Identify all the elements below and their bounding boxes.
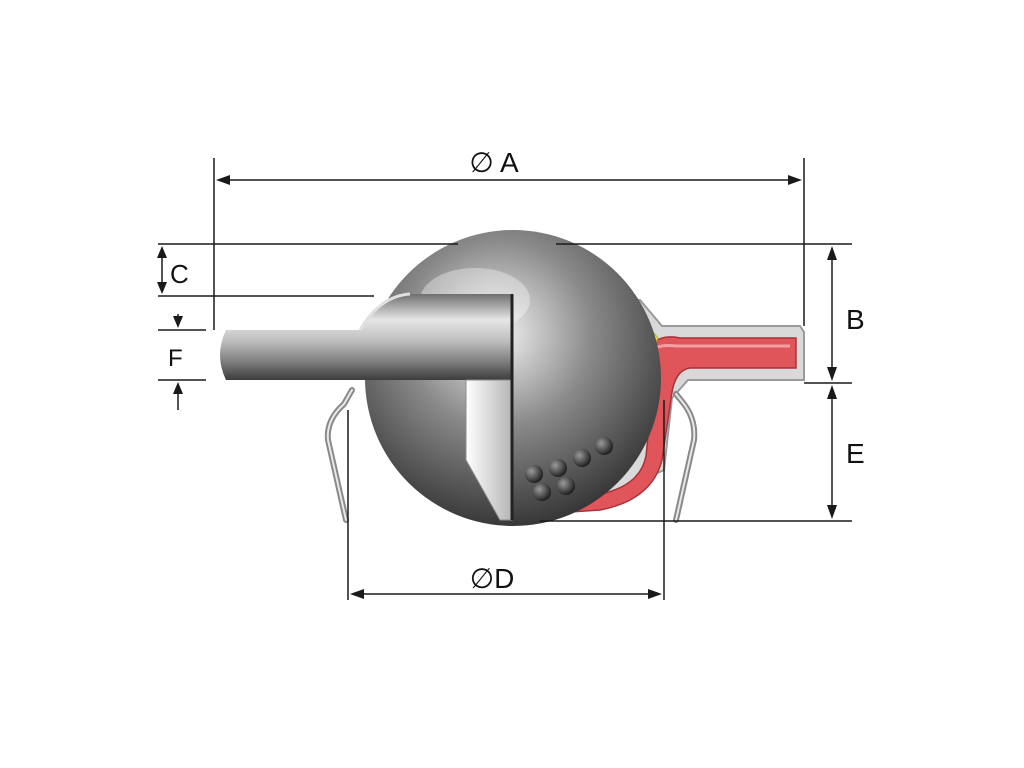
arrow-a-left (216, 175, 230, 185)
label-f: F (168, 345, 183, 372)
arrow-d-right (648, 589, 662, 599)
label-e: E (846, 438, 865, 469)
arrow-c-bottom (157, 282, 167, 294)
support-ball (525, 465, 543, 483)
inner-race (220, 292, 514, 521)
retaining-spring-clips (324, 387, 698, 523)
label-d: ∅D (470, 563, 515, 594)
arrow-b-top (827, 246, 837, 260)
right-spring-clip-highlight (675, 393, 696, 521)
arrow-c-top (157, 246, 167, 258)
arrow-b-bottom (827, 367, 837, 381)
support-balls (525, 437, 613, 501)
support-ball (557, 477, 575, 495)
dimension-arrowheads (157, 175, 837, 599)
support-ball (595, 437, 613, 455)
arrow-a-right (788, 175, 802, 185)
label-c: C (170, 259, 189, 289)
arrow-e-top (827, 385, 837, 399)
support-ball (549, 459, 567, 477)
arrow-f-bottom (173, 382, 183, 394)
left-flange-edge (358, 292, 411, 331)
arrow-d-left (350, 589, 364, 599)
left-flange (220, 294, 512, 380)
right-spring-clip (673, 391, 698, 523)
label-a: ∅ A (469, 147, 519, 178)
arrow-f-top (173, 316, 183, 328)
section-blade (465, 379, 513, 521)
left-spring-clip-highlight (326, 389, 353, 521)
support-ball (533, 483, 551, 501)
dimension-lines (158, 158, 852, 600)
label-b: B (846, 304, 865, 335)
support-ball (573, 449, 591, 467)
arrow-e-bottom (827, 505, 837, 519)
